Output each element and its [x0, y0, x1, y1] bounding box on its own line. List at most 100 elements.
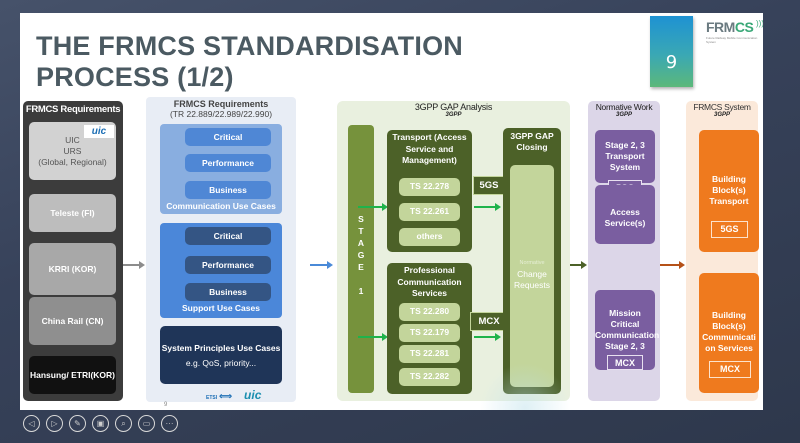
tag-mcx: MCX	[709, 361, 751, 378]
comm-critical: Critical	[185, 128, 271, 146]
group-label: Communication Use Cases	[166, 201, 276, 211]
partner-logos: ETSI⟺ uic	[206, 388, 261, 402]
req-uic-line3: (Global, Regional)	[38, 156, 107, 167]
req-hansung-etri: Hansung/ ETRI(KOR)	[29, 356, 116, 394]
page-number-badge: 9	[650, 16, 693, 87]
see-all-slides-button[interactable]: ▣	[92, 415, 109, 432]
access-services-box: Access Service(s)	[595, 185, 655, 244]
mission-critical-box: Mission Critical Communication Stage 2, …	[595, 290, 659, 370]
system-principles-group: System Principles Use Cases e.g. QoS, pr…	[160, 326, 282, 384]
frmcs-system-column: FRMCS System 3GPP Building Block(s) Tran…	[686, 101, 759, 401]
spec-ts-22-278: TS 22.278	[399, 178, 460, 196]
tag-5gs: 5GS	[711, 221, 748, 238]
column-header: FRMCS Requirements	[25, 104, 121, 115]
tag-5gs: 5GS	[473, 176, 505, 195]
spec-ts-22-281: TS 22.281	[399, 345, 460, 363]
change-requests-label: Change Requests	[514, 269, 550, 290]
stage-letter: G	[357, 250, 365, 260]
block-label: Building Block(s) Communicati on Service…	[702, 310, 756, 353]
spec-ts-22-261: TS 22.261	[399, 203, 460, 221]
support-performance: Performance	[185, 256, 271, 274]
frmcs-logo: FRMCS ))) Future Railway Mobile Communic…	[706, 19, 763, 45]
column-header: Normative Work	[595, 102, 653, 112]
system-principles-example: e.g. QoS, priority...	[185, 358, 257, 368]
stage-1-bar: S T A G E 1	[348, 125, 374, 393]
logo-text-accent: CS	[734, 19, 754, 35]
stage-letter: A	[357, 238, 365, 248]
block-label: Building Block(s) Transport	[709, 174, 749, 206]
stage-letter: E	[358, 262, 364, 272]
flow-arrow-1	[123, 261, 145, 269]
building-block-communication: Building Block(s) Communicati on Service…	[699, 273, 759, 393]
req-uic-line2: URS	[63, 145, 82, 156]
stage-to-professional-arrow	[358, 333, 388, 341]
column-subheader: (TR 22.889/22.989/22.990)	[169, 109, 273, 119]
stage-number: 1	[358, 286, 364, 296]
normative-label: Normative	[519, 260, 545, 266]
normative-work-column: Normative Work 3GPP Stage 2, 3 Transport…	[588, 101, 660, 401]
footer-page-number: 9	[164, 402, 168, 408]
stage-spacer	[348, 273, 374, 285]
slide-title: THE FRMCS STANDARDISATION PROCESS (1/2)	[36, 31, 463, 93]
pen-tool-button[interactable]: ✎	[69, 415, 86, 432]
column-header: FRMCS Requirements	[173, 99, 269, 109]
transport-box: Transport (Access Service and Management…	[387, 130, 472, 252]
title-line-2: PROCESS (1/2)	[36, 62, 234, 92]
system-principles-label: System Principles Use Cases	[161, 343, 281, 353]
professional-services-box: Professional Communication Services TS 2…	[387, 263, 472, 394]
stage-to-transport-arrow	[358, 203, 388, 211]
column-header: FRMCS System	[693, 102, 751, 112]
previous-slide-button[interactable]: ◁	[23, 415, 40, 432]
closing-title: 3GPP GAP Closing	[510, 131, 554, 152]
req-krri: KRRI (KOR)	[29, 243, 116, 295]
3gpp-logo-icon: 3GPP	[445, 112, 462, 118]
support-business: Business	[185, 283, 271, 301]
spec-ts-22-280: TS 22.280	[399, 303, 460, 321]
3gpp-logo-icon: 3GPP	[713, 112, 730, 118]
more-options-button[interactable]: ···	[161, 415, 178, 432]
spec-ts-22-282: TS 22.282	[399, 368, 460, 386]
logo-text-main: FRM	[706, 19, 735, 35]
logo-subtitle: Future Railway Mobile Communication Syst…	[706, 36, 758, 44]
stage-letter: T	[358, 226, 364, 236]
flow-arrow-4	[660, 261, 685, 269]
flow-arrow-2	[310, 261, 333, 269]
transport-title: Transport (Access Service and Management…	[392, 132, 467, 165]
frmcs-requirements-column: FRMCS Requirements (TR 22.889/22.989/22.…	[146, 97, 296, 402]
professional-title: Professional Communication Services	[397, 265, 462, 298]
change-requests-box: Normative Change Requests	[510, 165, 554, 387]
group-label: Support Use Cases	[182, 303, 260, 313]
support-use-cases-group: Critical Performance Business Support Us…	[160, 223, 282, 318]
spec-others: others	[399, 228, 460, 246]
next-slide-button[interactable]: ▷	[46, 415, 63, 432]
etsi-swirl-icon: ⟺	[219, 391, 233, 401]
stage-letter: S	[358, 214, 364, 224]
zoom-button[interactable]: ⌕	[115, 415, 132, 432]
slideshow-toolbar: ◁ ▷ ✎ ▣ ⌕ ▭ ···	[23, 415, 178, 432]
subtitles-button[interactable]: ▭	[138, 415, 155, 432]
gap-analysis-column: 3GPP GAP Analysis 3GPP S T A G E 1 Trans…	[337, 101, 570, 401]
spec-ts-22-179: TS 22.179	[399, 324, 460, 342]
flow-arrow-3	[570, 261, 587, 269]
transport-to-closing-arrow	[474, 203, 501, 211]
support-critical: Critical	[185, 227, 271, 245]
req-uic-line1: UIC	[65, 134, 80, 145]
req-china-rail: China Rail (CN)	[29, 297, 116, 345]
gap-closing-box: 3GPP GAP Closing Normative Change Reques…	[503, 128, 561, 394]
etsi-logo-icon: ETSI	[206, 395, 218, 401]
tag-mcx: MCX	[607, 355, 643, 370]
comm-performance: Performance	[185, 154, 271, 172]
comm-business: Business	[185, 181, 271, 199]
req-teleste: Teleste (FI)	[29, 194, 116, 232]
title-line-1: THE FRMCS STANDARDISATION	[36, 31, 463, 61]
signal-waves-icon: )))	[756, 19, 763, 28]
column-header: 3GPP GAP Analysis	[414, 102, 493, 112]
uic-logo-icon: uic	[244, 388, 262, 402]
slide: THE FRMCS STANDARDISATION PROCESS (1/2) …	[20, 13, 763, 410]
req-uic-urs: uic UIC URS (Global, Regional)	[29, 122, 116, 180]
uic-logo-icon: uic	[84, 125, 114, 138]
building-block-transport: Building Block(s) Transport 5GS	[699, 130, 759, 252]
transport-system-box: Stage 2, 3 Transport System	[595, 130, 655, 183]
3gpp-logo-icon: 3GPP	[615, 112, 632, 118]
professional-to-closing-arrow	[474, 333, 501, 341]
